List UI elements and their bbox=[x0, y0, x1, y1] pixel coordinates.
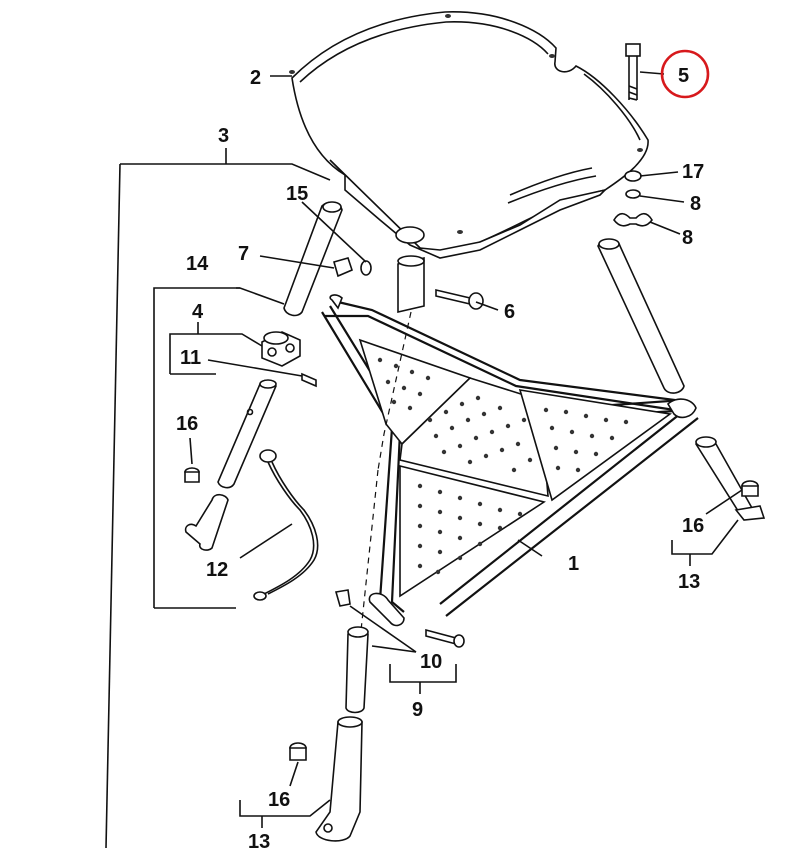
callout-3: 3 bbox=[218, 125, 229, 147]
callout-16-right: 16 bbox=[682, 515, 704, 537]
assembly-dashed-lines bbox=[359, 311, 412, 641]
highlight-circle bbox=[660, 49, 710, 99]
callout-11: 11 bbox=[180, 347, 201, 369]
callout-8-right: 8 bbox=[690, 193, 701, 215]
bracket-4-part bbox=[261, 331, 317, 388]
callout-17: 17 bbox=[682, 161, 704, 183]
callout-15: 8 bbox=[682, 227, 693, 249]
callout-7: 7 bbox=[238, 243, 249, 265]
callout-14: 14 bbox=[186, 253, 209, 275]
callout-16-bottom: 16 bbox=[268, 789, 290, 811]
callout-2: 2 bbox=[250, 67, 261, 89]
callout-4: 4 bbox=[192, 301, 204, 323]
callout-13-bottom: 13 bbox=[248, 831, 270, 848]
leg-tube-left bbox=[283, 201, 343, 317]
bolt-6-part bbox=[435, 288, 484, 310]
callout-9: 9 bbox=[412, 699, 423, 721]
callout-6: 6 bbox=[504, 301, 515, 323]
callout-5: 5 bbox=[678, 65, 689, 87]
nut-parts bbox=[333, 257, 372, 278]
leader-lines bbox=[105, 71, 743, 849]
bottom-leg-parts bbox=[289, 589, 465, 842]
callout-13-right: 13 bbox=[678, 571, 700, 593]
callout-10: 10 bbox=[420, 651, 442, 673]
tray-part bbox=[289, 11, 649, 259]
left-leg-and-chain bbox=[184, 379, 319, 601]
callout-labels: 2 3 5 17 8 8 15 7 14 6 4 11 16 16 16 13 … bbox=[176, 65, 704, 853]
leg-tube-right bbox=[597, 238, 685, 394]
washer-nut-wingnut-parts bbox=[613, 170, 653, 227]
right-leg-foot bbox=[695, 436, 766, 521]
callout-12: 12 bbox=[206, 559, 228, 581]
callout-8-left: 15 bbox=[286, 183, 308, 205]
callout-1: 1 bbox=[568, 553, 579, 575]
bolt-part bbox=[625, 43, 641, 101]
center-socket bbox=[397, 255, 425, 314]
panel-holes bbox=[377, 357, 629, 575]
callout-16-left: 16 bbox=[176, 413, 198, 435]
base-frame bbox=[321, 294, 699, 627]
